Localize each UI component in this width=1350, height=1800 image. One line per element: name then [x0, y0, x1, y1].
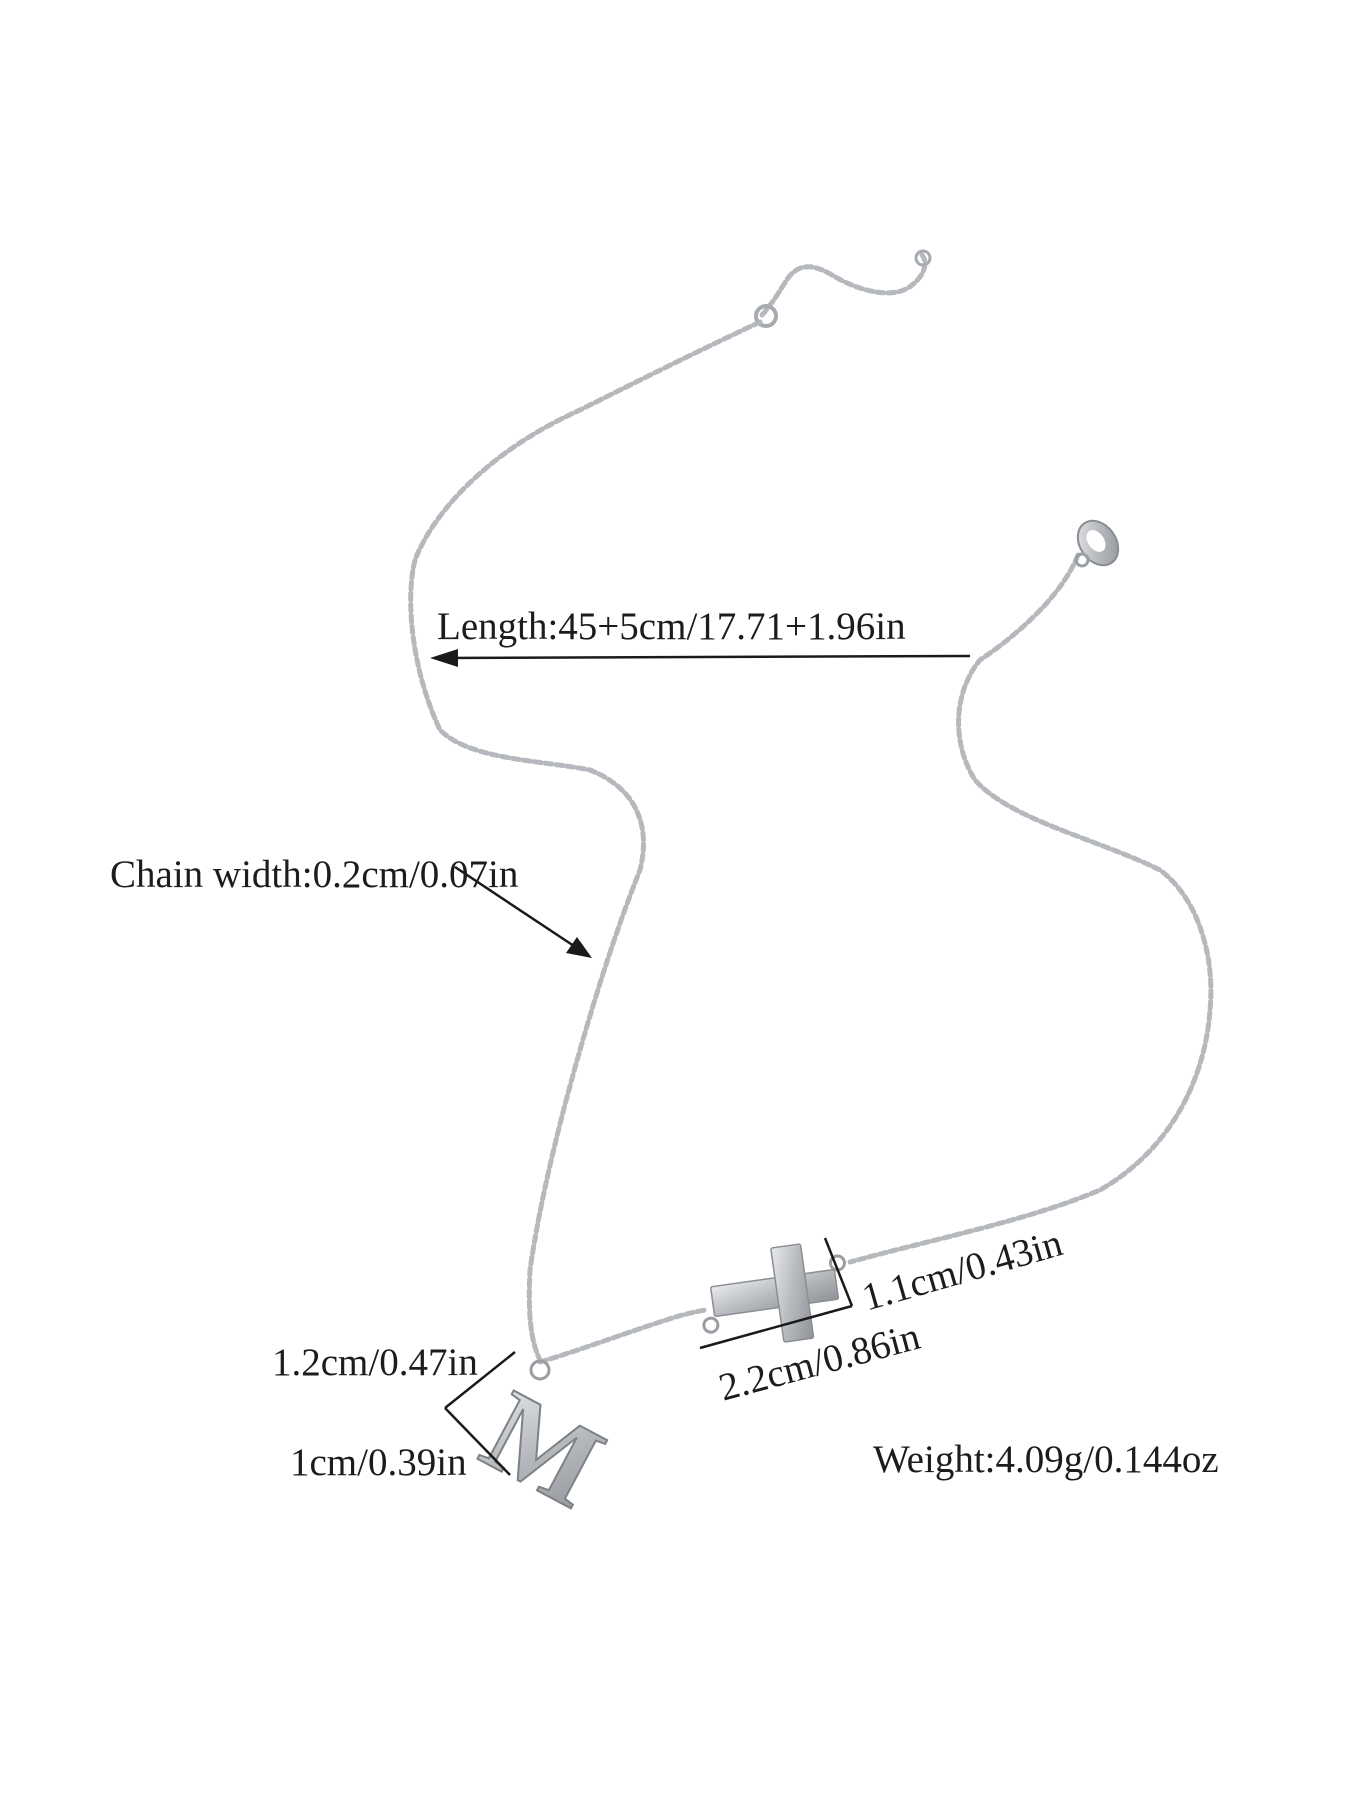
extender-end-ring — [914, 249, 932, 267]
letter-pendant: M — [462, 1359, 624, 1534]
length-label: Length:45+5cm/17.71+1.96in — [437, 605, 906, 648]
cross-dimension-lines — [699, 1237, 854, 1350]
letter-dimension-lines — [444, 1351, 516, 1476]
chain-middle-strand — [537, 1307, 708, 1365]
chain-width-label: Chain width:0.2cm/0.07in — [110, 853, 519, 896]
extender-chain — [759, 252, 928, 318]
letter-width-label: 1cm/0.39in — [290, 1441, 467, 1484]
chain-right-strand — [847, 552, 1214, 1265]
extender-ring — [754, 304, 778, 328]
chain-width-arrow — [454, 865, 592, 958]
length-arrow — [430, 649, 971, 667]
lobster-clasp — [1074, 519, 1120, 568]
chain-left-strand — [408, 319, 763, 1363]
weight-label: Weight:4.09g/0.144oz — [873, 1438, 1219, 1481]
cross-pendant — [702, 1243, 846, 1343]
letter-height-label: 1.2cm/0.47in — [272, 1341, 478, 1384]
svg-text:M: M — [463, 1365, 623, 1533]
